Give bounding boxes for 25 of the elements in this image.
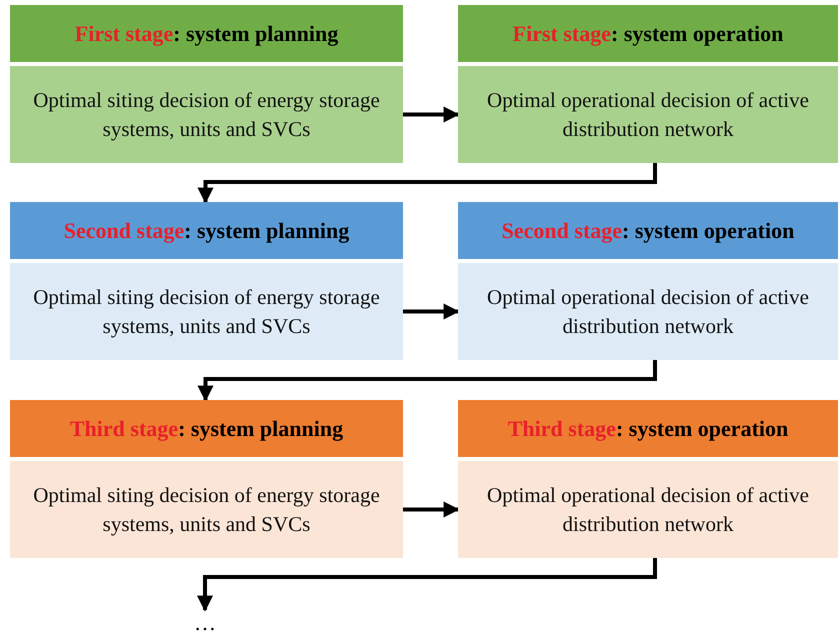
stage-card [458,400,838,558]
stage-heading: Second stage: system planning [64,218,350,244]
arrow [197,558,657,612]
stage-card [458,5,838,163]
stage-heading: Second stage: system operation [502,218,794,244]
stage-card [458,202,838,360]
stage-heading: First stage: system planning [74,20,338,46]
stage-heading: Third stage: system operation [508,416,788,442]
decision-text: Optimal operational decision of active distribution network [486,86,810,142]
arrow [403,502,460,518]
stage-heading: First stage: system operation [512,20,784,46]
stage-card [10,202,403,360]
decision-text: Optimal operational decision of active distribution network [486,482,810,538]
arrow [403,304,460,320]
stage-card [10,5,403,163]
stage-heading: Third stage: system planning [70,416,344,442]
ellipsis-text: … [190,610,220,636]
arrow [403,106,460,122]
decision-text: Optimal siting decision of energy storage systems, units and SVCs [32,86,381,142]
decision-text: Optimal siting decision of energy storage systems, units and SVCs [32,482,381,538]
decision-text: Optimal operational decision of active distribution network [486,284,810,340]
stage-card [10,400,403,558]
arrow [198,163,657,204]
decision-text: Optimal siting decision of energy storage systems, units and SVCs [32,284,381,340]
arrow [198,360,657,402]
